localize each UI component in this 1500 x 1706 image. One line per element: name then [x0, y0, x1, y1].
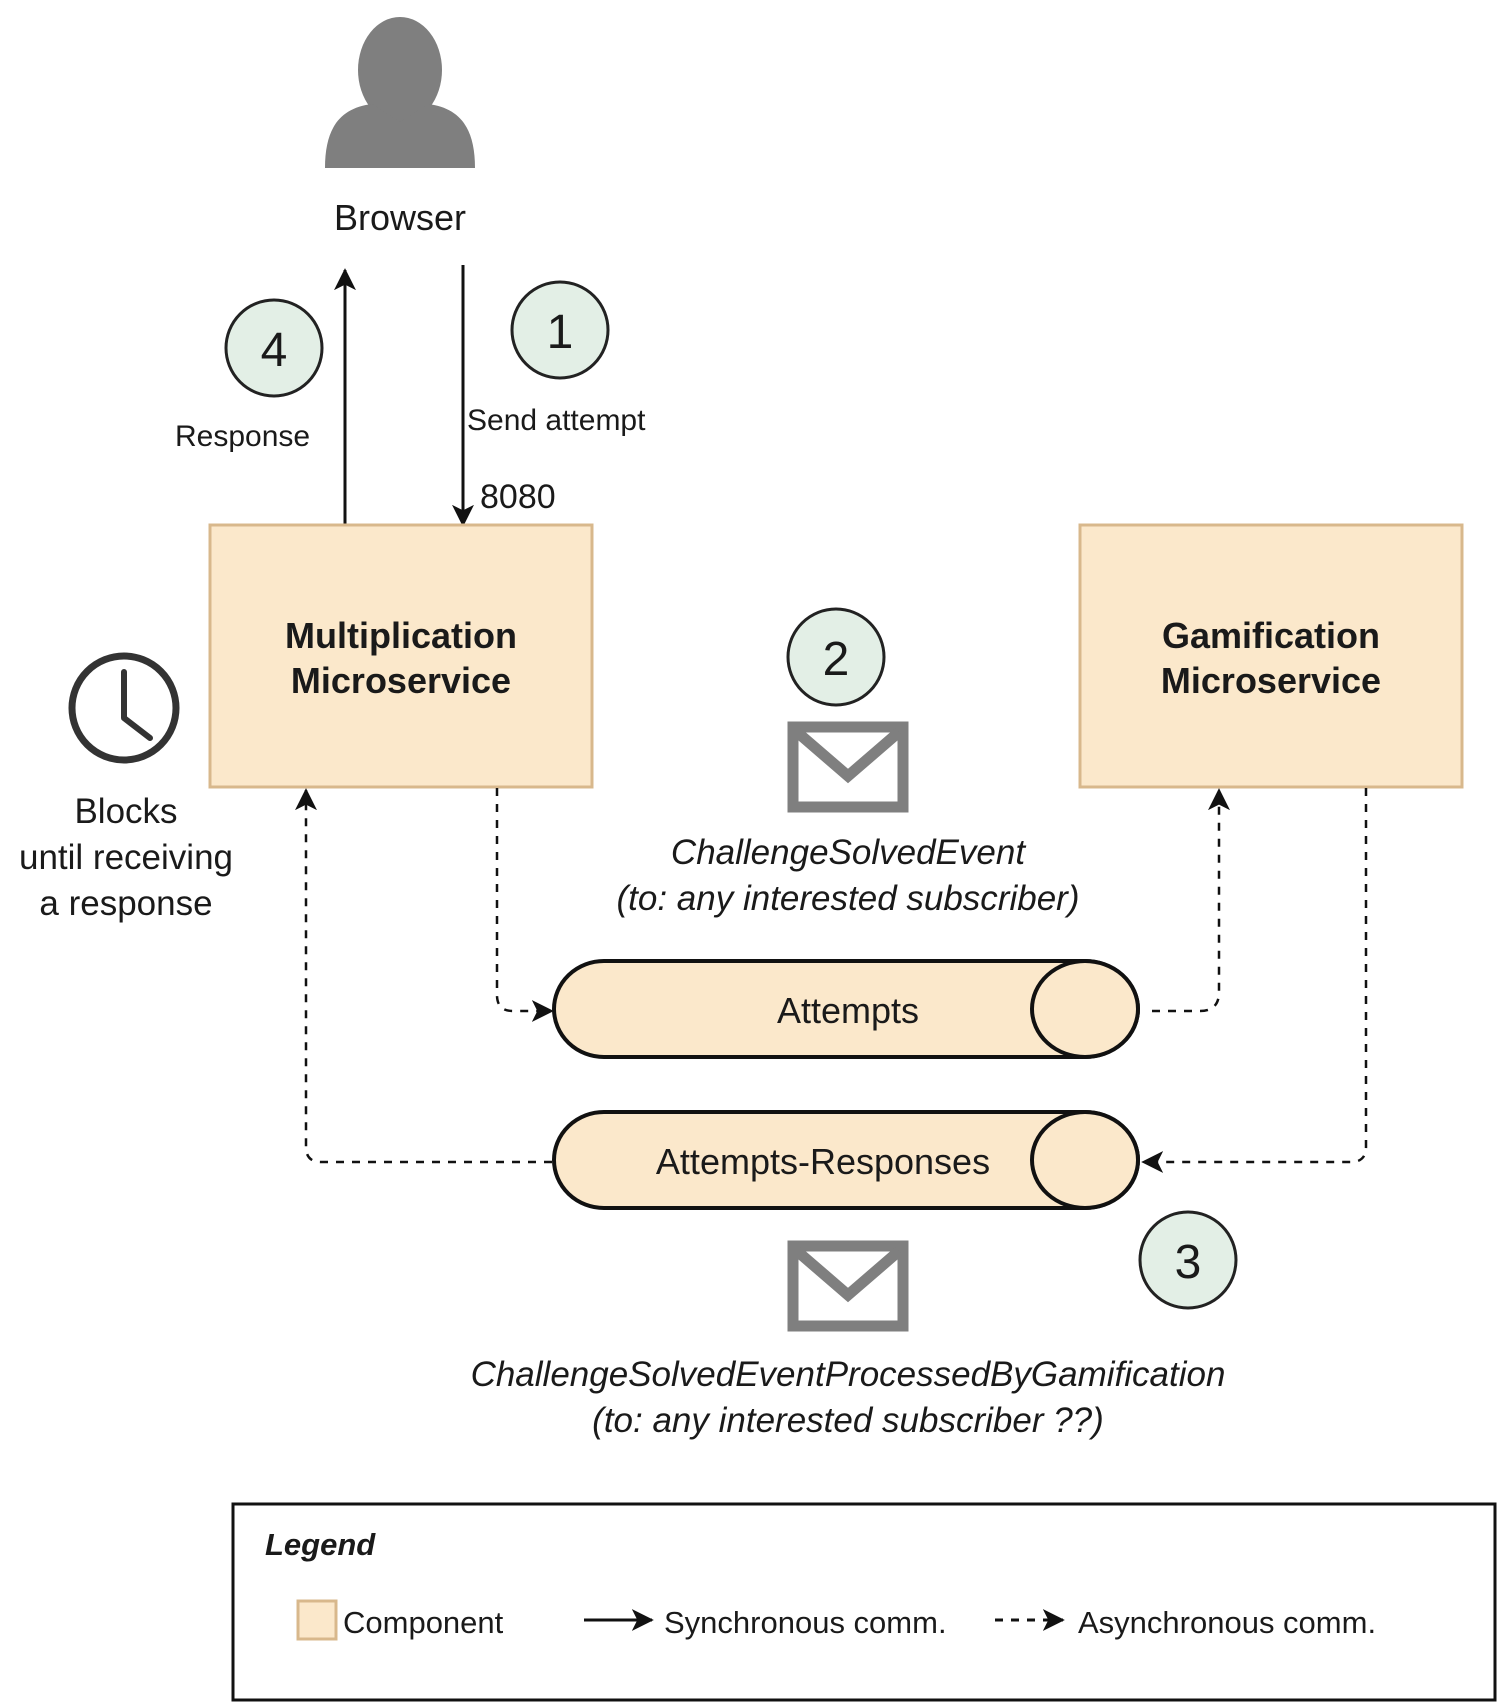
user-icon	[325, 17, 475, 168]
solved-event-name: ChallengeSolvedEvent	[671, 833, 1026, 872]
legend-component-swatch	[296, 1599, 338, 1641]
legend: Legend Component Synchronous comm. Async…	[231, 1502, 1497, 1702]
legend-title: Legend	[265, 1527, 376, 1562]
publish-responses-connector	[1141, 788, 1368, 1173]
legend-sync-label: Synchronous comm.	[664, 1605, 947, 1640]
svg-text:Gamification: Gamification	[1162, 615, 1380, 656]
response-label: Response	[175, 420, 310, 453]
step-badge-1: 1	[510, 280, 610, 380]
blocking-note-line3: a response	[39, 884, 212, 923]
consume-attempts-connector	[1152, 788, 1230, 1013]
svg-text:4: 4	[261, 324, 288, 377]
clock-icon	[68, 652, 180, 764]
attempts-responses-queue: Attempts-Responses	[552, 1110, 1140, 1210]
svg-text:Attempts-Responses: Attempts-Responses	[656, 1141, 990, 1182]
multiplication-microservice-box: Multiplication Microservice	[208, 523, 594, 789]
step-badge-2: 2	[786, 607, 886, 707]
blocking-note-line2: until receiving	[19, 838, 233, 877]
legend-component-label: Component	[343, 1605, 504, 1640]
publish-attempts-connector	[495, 788, 554, 1022]
solved-event-target: (to: any interested subscriber)	[617, 879, 1080, 918]
browser-label: Browser	[334, 197, 466, 238]
svg-text:2: 2	[823, 633, 850, 686]
svg-text:Microservice: Microservice	[291, 660, 511, 701]
consume-responses-connector	[295, 788, 552, 1164]
svg-text:Microservice: Microservice	[1161, 660, 1381, 701]
step-badge-4: 4	[224, 298, 324, 398]
step-badge-3: 3	[1138, 1210, 1238, 1310]
svg-text:1: 1	[547, 306, 574, 359]
send-attempt-label: Send attempt	[467, 404, 646, 437]
blocking-note-line1: Blocks	[74, 792, 177, 831]
svg-text:Multiplication: Multiplication	[285, 615, 517, 656]
attempts-queue: Attempts	[552, 959, 1140, 1059]
processed-event-target: (to: any interested subscriber ??)	[592, 1401, 1104, 1440]
legend-async-label: Asynchronous comm.	[1078, 1605, 1376, 1640]
envelope-icon	[787, 721, 909, 813]
svg-text:3: 3	[1175, 1236, 1202, 1289]
processed-event-name: ChallengeSolvedEventProcessedByGamificat…	[471, 1355, 1226, 1394]
envelope-icon	[787, 1240, 909, 1332]
port-label: 8080	[480, 478, 556, 516]
svg-text:Attempts: Attempts	[777, 990, 919, 1031]
gamification-microservice-box: Gamification Microservice	[1078, 523, 1464, 789]
